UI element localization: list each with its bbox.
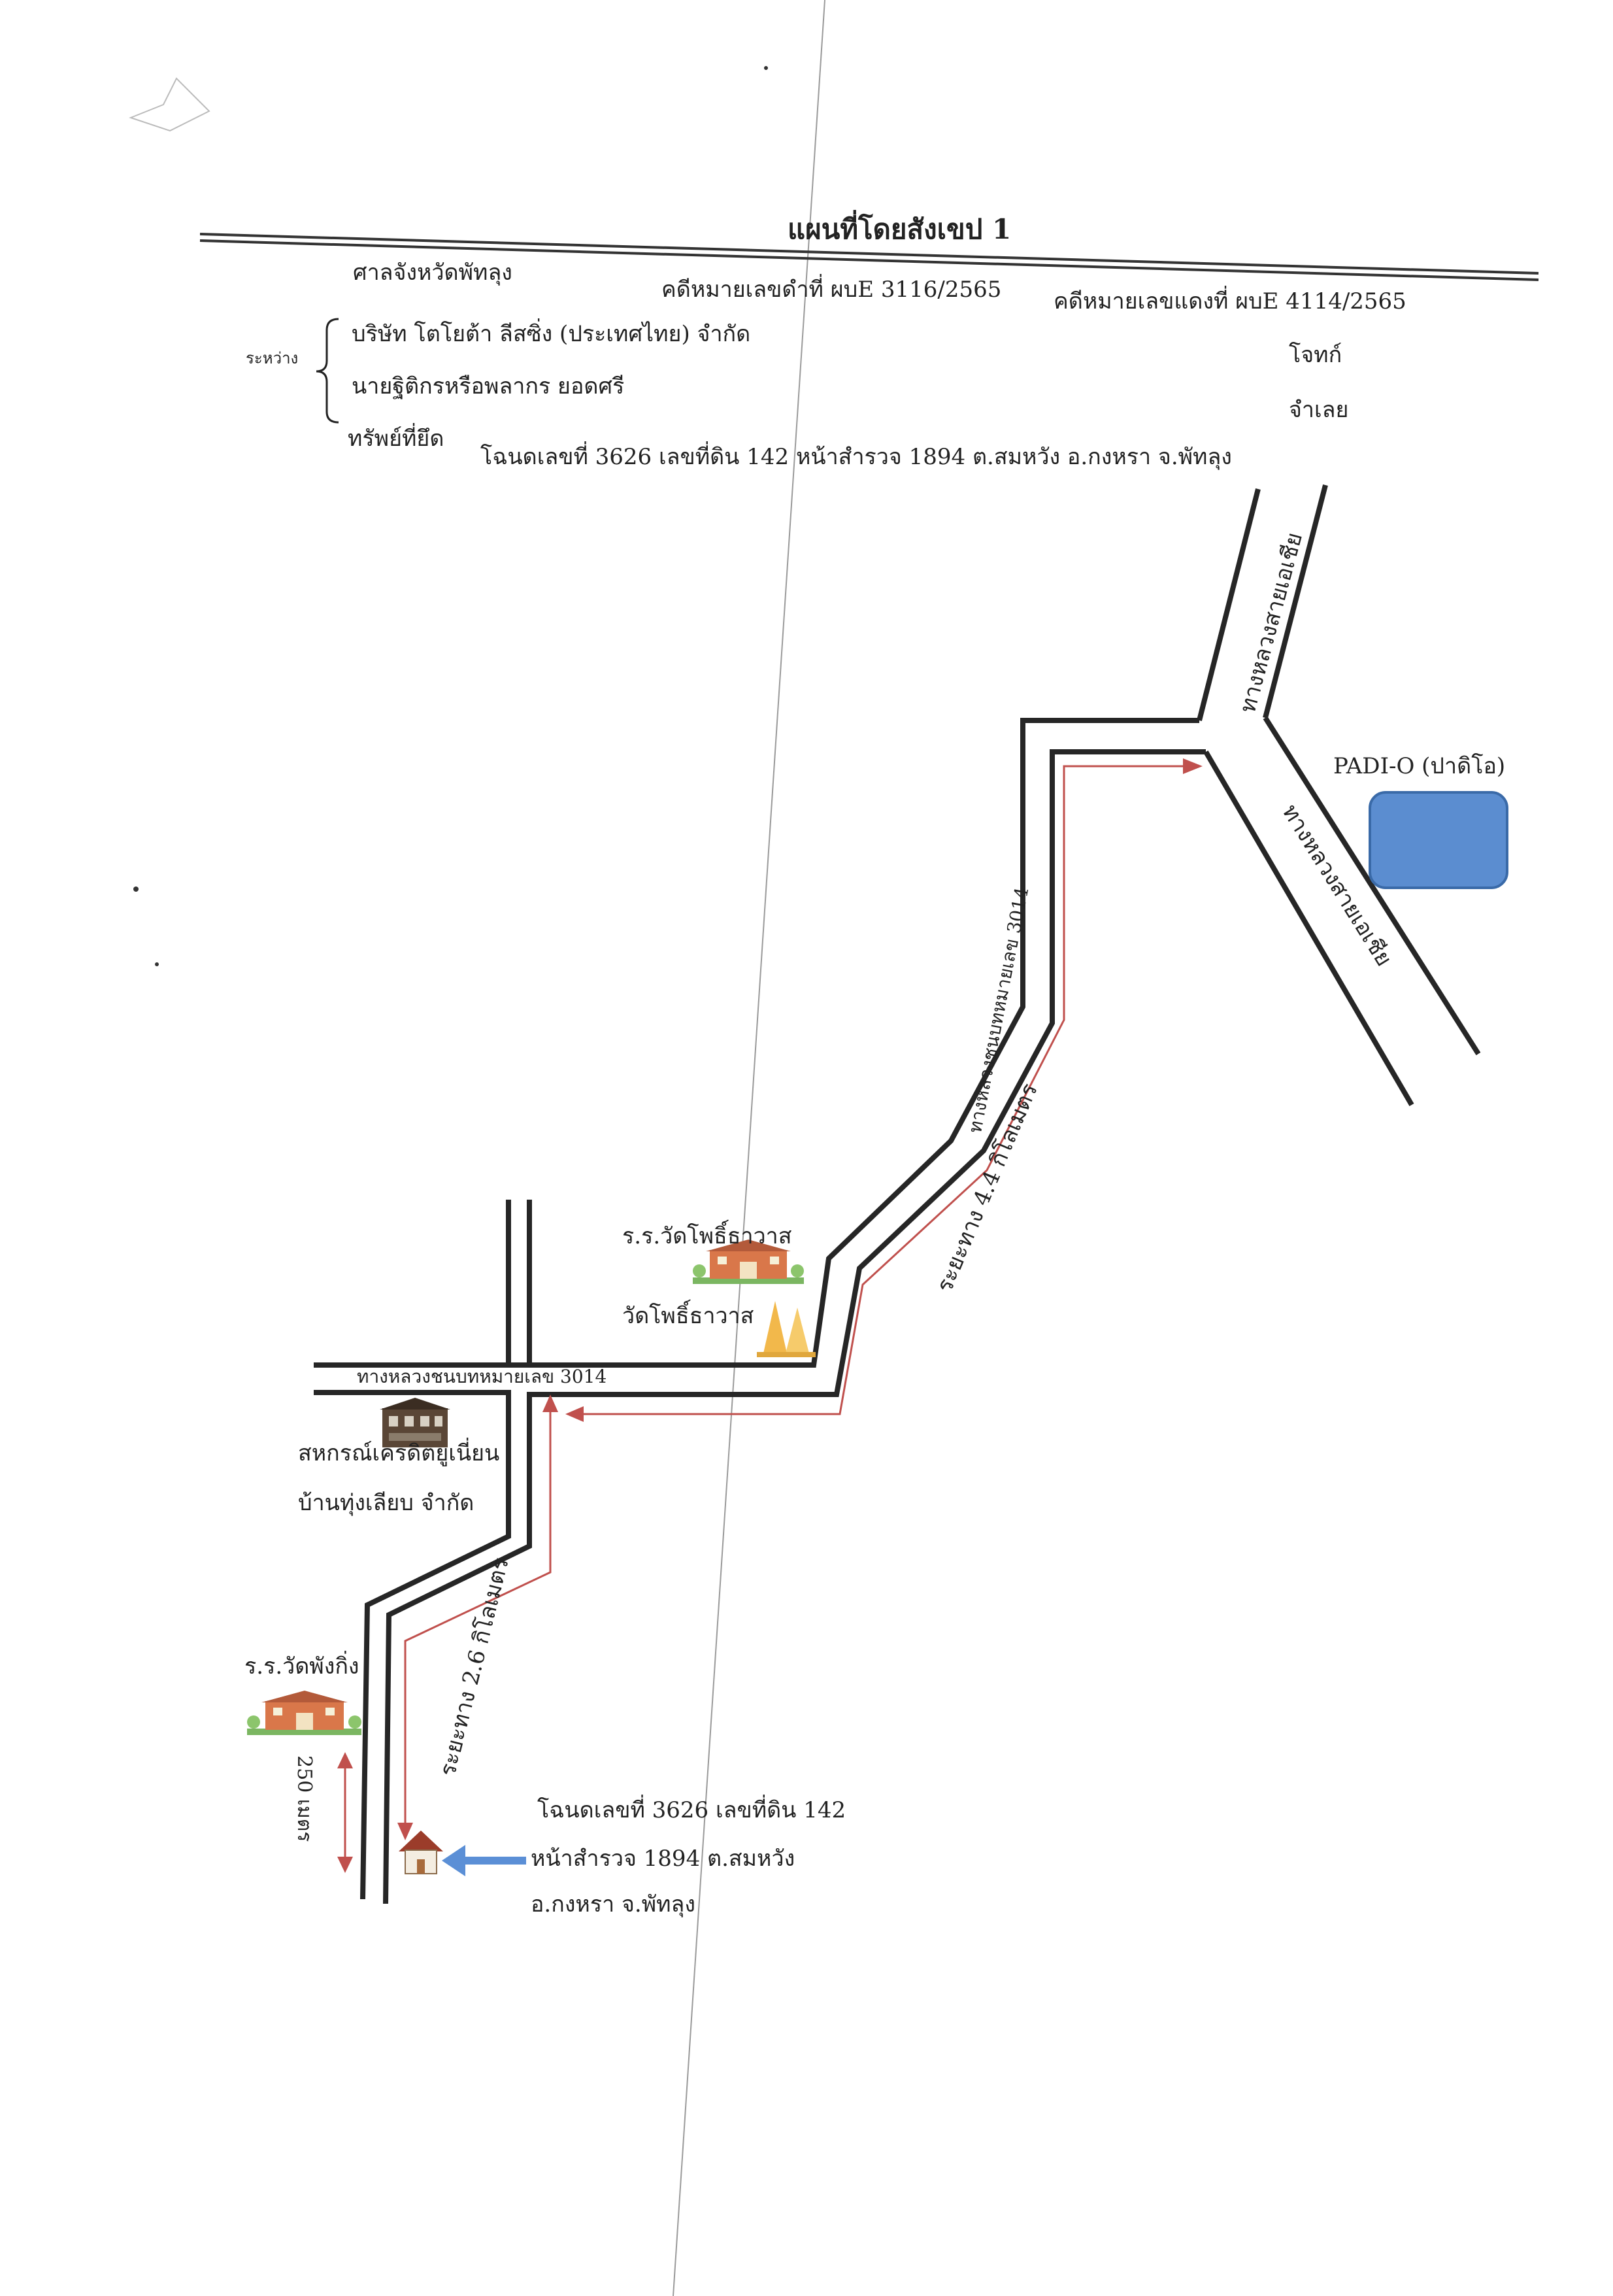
arrowhead-up-250 <box>337 1752 353 1768</box>
route-arrowheads <box>337 758 1203 1873</box>
property-label: ทรัพย์ที่ยึด <box>348 426 444 452</box>
distance-250m: 250 เมตร <box>293 1755 316 1842</box>
school-wat-phang-label: ร.ร.วัดพังกิ่ง <box>244 1653 359 1680</box>
route-path <box>344 765 1184 1863</box>
padio-building-icon <box>1369 791 1508 889</box>
arrowhead-east <box>1183 758 1203 774</box>
destination-line1: โฉนดเลขที่ 3626 เลขที่ดิน 142 <box>537 1797 846 1823</box>
plaintiff-name: บริษัท โตโยต้า ลีสซิ่ง (ประเทศไทย) จำกัด <box>352 321 751 347</box>
paper-crease <box>673 0 825 2296</box>
paper-smudge <box>129 77 210 132</box>
red-case-number: คดีหมายเลขแดงที่ ผบE 4114/2565 <box>1054 288 1406 314</box>
coop-name-line1: สหกรณ์เครดิตยูเนี่ยน <box>298 1440 500 1466</box>
destination-line2: หน้าสำรวจ 1894 ต.สมหวัง <box>531 1846 795 1872</box>
arrowhead-west <box>565 1406 584 1422</box>
temple-icon <box>757 1301 816 1357</box>
court-name: ศาลจังหวัดพัทลุง <box>353 260 512 286</box>
building-icon <box>380 1398 450 1447</box>
rural-road-horizontal-label: ทางหลวงชนบทหมายเลข 3014 <box>357 1366 607 1387</box>
destination-line3: อ.กงหรา จ.พัทลุง <box>531 1891 695 1917</box>
between-label: ระหว่าง <box>246 349 299 367</box>
temple-wat-pho-label: วัดโพธิ์ธาวาส <box>622 1303 754 1329</box>
defendant-role: จำเลย <box>1289 397 1349 423</box>
header-rule <box>199 233 1539 281</box>
arrowhead-south <box>397 1823 413 1840</box>
school-wat-pho-label: ร.ร.วัดโพธิ์ธาวาส <box>622 1223 792 1249</box>
property-detail: โฉนดเลขที่ 3626 เลขที่ดิน 142 หน้าสำรวจ … <box>480 444 1232 470</box>
asian-highway-south <box>1203 716 1481 1107</box>
coop-name-line2: บ้านทุ่งเลียบ จำกัด <box>298 1490 474 1516</box>
plaintiff-role: โจทก์ <box>1289 342 1342 368</box>
house-icon <box>399 1831 443 1874</box>
rural-road-3014 <box>314 718 1206 1904</box>
map-title: แผนที่โดยสังเขป 1 <box>788 213 1012 245</box>
black-case-number: คดีหมายเลขดำที่ ผบE 3116/2565 <box>661 277 1002 303</box>
asian-highway-north <box>1197 484 1328 721</box>
arrowhead-down-250 <box>337 1857 353 1873</box>
scan-specks <box>133 66 768 966</box>
defendant-name: นายฐิติกรหรือพลากร ยอดศรี <box>352 373 625 399</box>
blue-arrow-icon <box>442 1845 526 1876</box>
padio-label: PADI-O (ปาดิโอ) <box>1333 753 1506 779</box>
arrowhead-north <box>542 1394 558 1412</box>
between-brace <box>316 318 339 424</box>
school-icon <box>247 1691 361 1735</box>
school-icon <box>693 1240 804 1284</box>
